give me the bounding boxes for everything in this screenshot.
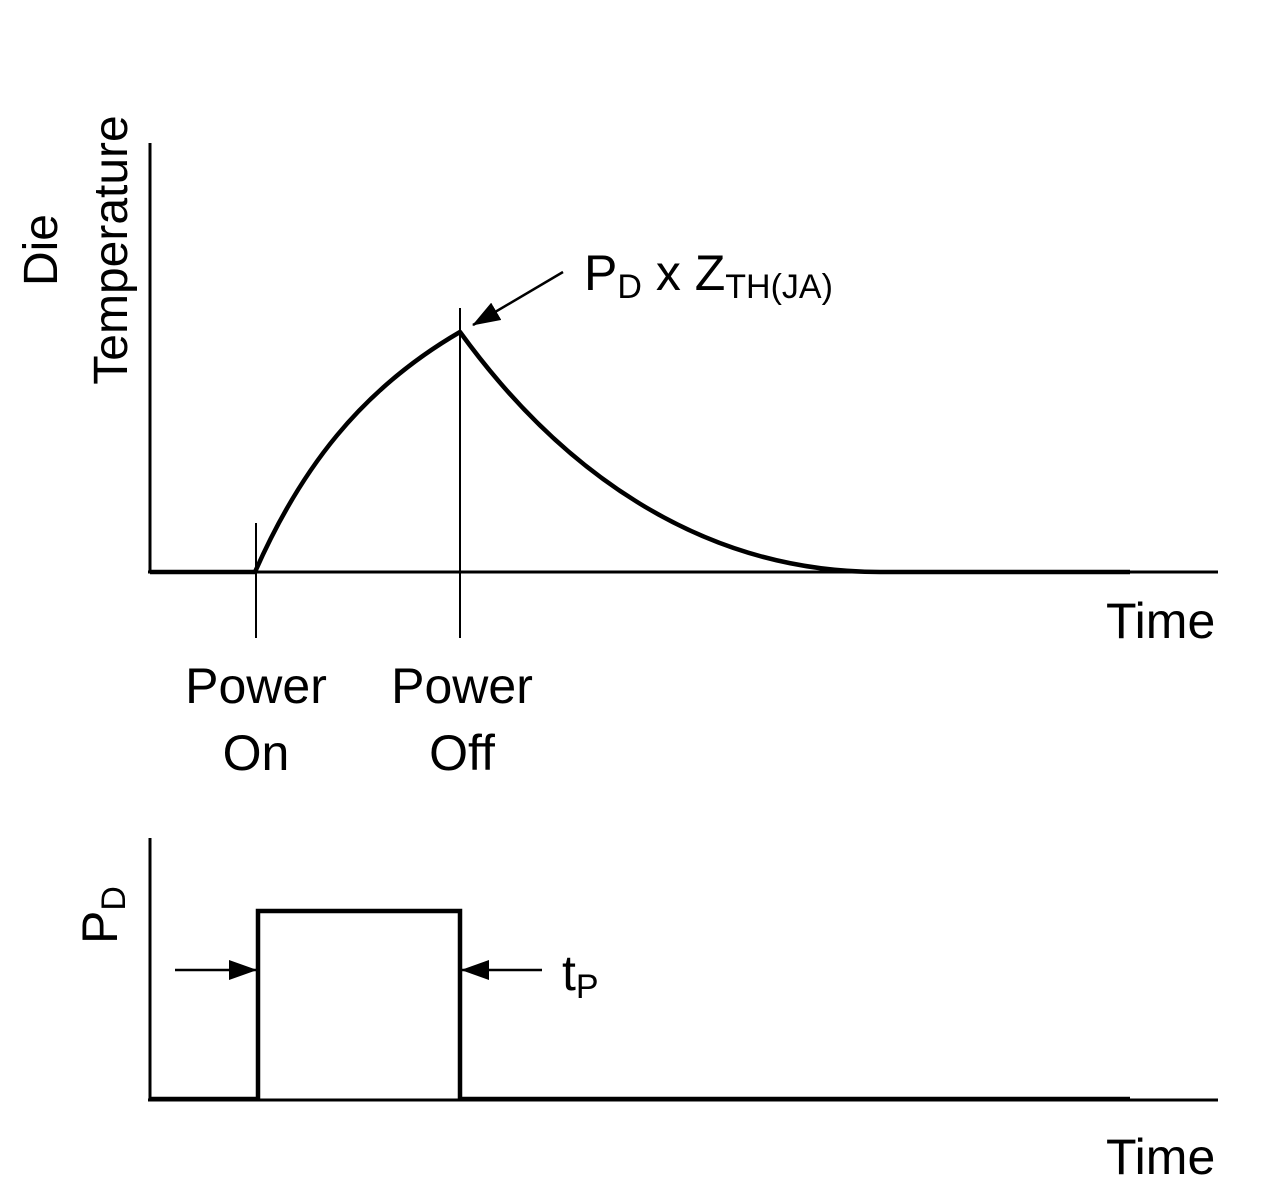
peak-annotation-label: PD x ZTH(JA) xyxy=(584,245,833,306)
peak-annotation-sub1: D xyxy=(617,268,642,306)
pulse-width-main: t xyxy=(562,945,576,1001)
bottom-y-label: PD xyxy=(72,886,133,944)
top-y-label: Die Temperature xyxy=(15,115,138,384)
pulse-width-label: tP xyxy=(562,945,599,1006)
y-label-temperature: Temperature xyxy=(85,115,138,384)
peak-annotation-arrow xyxy=(472,270,564,327)
power-off-label-line1: Power xyxy=(391,658,533,714)
peak-annotation-sub2: TH(JA) xyxy=(725,268,833,306)
power-off-label-line2: Off xyxy=(429,725,495,781)
die-temperature-plot: Die Temperature Time Power On Power Off … xyxy=(15,115,1218,781)
die-temperature-curve xyxy=(150,329,1130,575)
power-on-label-line1: Power xyxy=(185,658,327,714)
bottom-y-label-main: P xyxy=(72,911,128,944)
top-x-label: Time xyxy=(1106,593,1215,649)
pulse-width-sub: P xyxy=(576,968,599,1006)
bottom-y-label-sub: D xyxy=(95,886,133,911)
power-dissipation-plot: tP PD Time xyxy=(72,838,1218,1185)
power-on-label-line2: On xyxy=(223,725,290,781)
peak-annotation-main: P xyxy=(584,245,617,301)
bottom-x-label: Time xyxy=(1106,1129,1215,1185)
peak-annotation-mid: x Z xyxy=(642,245,725,301)
power-pulse xyxy=(150,908,1130,1102)
y-label-die: Die xyxy=(15,214,68,286)
